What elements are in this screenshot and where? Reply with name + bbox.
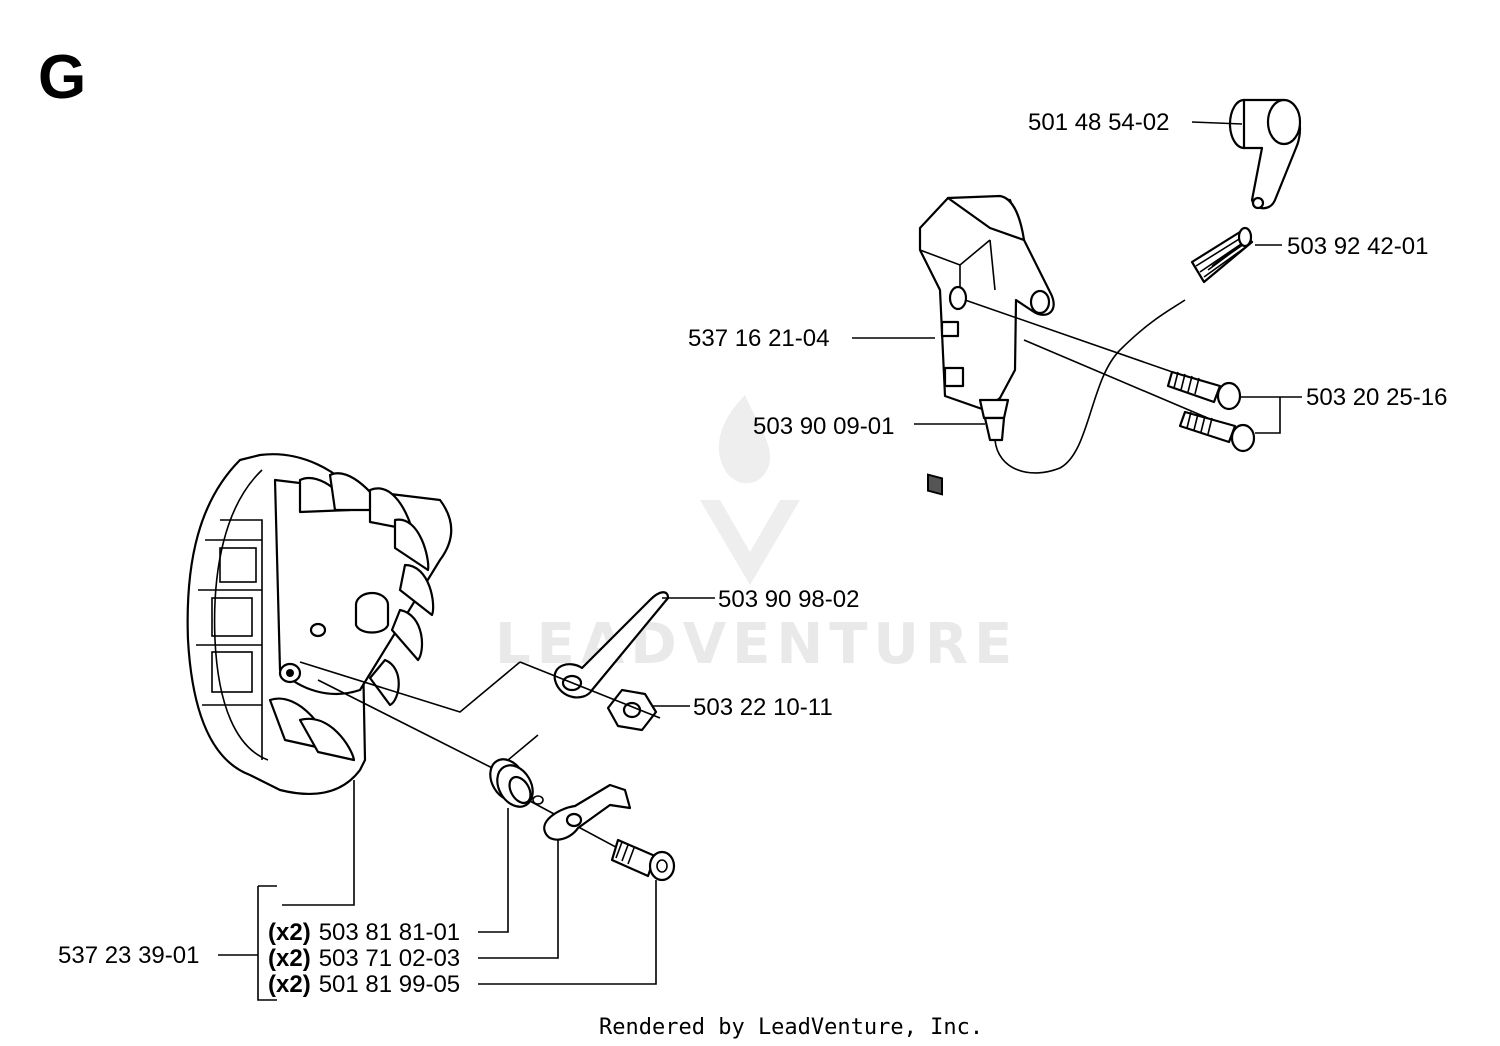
part-number-ignition-module: 537 16 21-04 — [688, 325, 829, 352]
footer-credit: Rendered by LeadVenture, Inc. — [599, 1015, 983, 1040]
screw-icon — [964, 299, 1256, 453]
watermark-logo: LEADVENTURE — [495, 395, 1018, 677]
part-number-terminal: 503 90 09-01 — [753, 413, 894, 440]
flywheel-icon — [186, 453, 453, 795]
kit-item-3: (x2) 501 81 99-05 — [268, 971, 460, 998]
part-number-spring: 503 92 42-01 — [1287, 233, 1428, 260]
bolt-icon — [610, 838, 676, 882]
kit-item-2-number: 503 71 02-03 — [319, 945, 460, 972]
ring-icon — [489, 734, 539, 808]
kit-item-1: (x2) 503 81 81-01 — [268, 919, 460, 946]
kit-item-3-number: 501 81 99-05 — [319, 971, 460, 998]
stop-lever-icon — [299, 591, 670, 713]
part-number-flywheel: 537 23 39-01 — [58, 942, 199, 969]
watermark-text: LEADVENTURE — [495, 612, 1018, 677]
section-letter: G — [38, 43, 86, 112]
spark-plug-cap-icon — [1228, 98, 1302, 210]
kit-item-1-number: 503 81 81-01 — [319, 919, 460, 946]
nut-icon — [519, 661, 661, 732]
spring-icon — [1190, 226, 1254, 284]
part-number-stop-lever: 503 90 98-02 — [718, 586, 859, 613]
part-number-nut: 503 22 10-11 — [693, 694, 833, 721]
kit-item-1-qty: (x2) — [268, 919, 311, 946]
ignition-module-icon — [918, 194, 1186, 496]
kit-item-2-qty: (x2) — [268, 945, 311, 972]
kit-item-3-qty: (x2) — [268, 971, 311, 998]
part-number-plug-cap: 501 48 54-02 — [1028, 109, 1169, 136]
kit-item-2: (x2) 503 71 02-03 — [268, 945, 460, 972]
part-number-screws: 503 20 25-16 — [1306, 384, 1447, 411]
